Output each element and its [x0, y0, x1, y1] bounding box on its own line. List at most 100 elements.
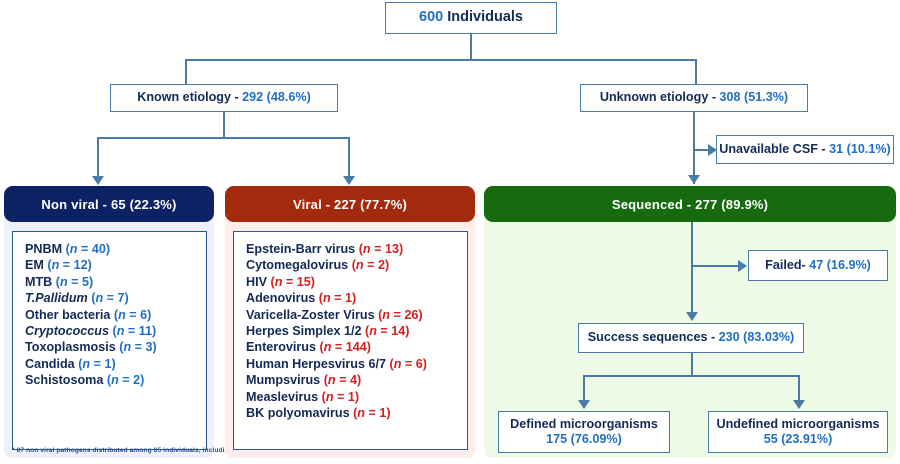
pathogen-count: (n = 13)	[358, 242, 404, 256]
unknown-etiology-count: 308 (51.3%)	[719, 90, 789, 105]
pathogen-count: (n = 3)	[119, 340, 157, 355]
connector-undefined-down	[798, 375, 800, 402]
connector-defined-down	[583, 375, 585, 402]
list-item: PNBM (n = 40)	[25, 241, 206, 257]
connector-known-stem	[223, 112, 225, 138]
nonviral-list: PNBM (n = 40)EM (n = 12)MTB (n = 5)T.Pal…	[25, 241, 206, 389]
list-item: HIV (n = 15)	[246, 274, 467, 290]
pathogen-count: (n = 26)	[378, 307, 423, 322]
arrow-to-failed	[738, 260, 747, 272]
pathogen-name: Enterovirus	[246, 340, 320, 355]
undefined-label: Undefined microorganisms	[716, 416, 880, 431]
success-sequences-box: Success sequences - 230 (83.03%)	[578, 323, 804, 353]
viral-list-card: Epstein-Barr virus (n = 13)Cytomegalovir…	[233, 231, 468, 450]
pathogen-name: Candida	[25, 356, 79, 371]
pathogen-name: Schistosoma	[25, 373, 107, 388]
pathogen-name: BK polyomavirus	[246, 406, 354, 421]
pathogen-count: (n = 5)	[55, 274, 94, 289]
connector-root-down	[470, 34, 472, 60]
pathogen-count: (n = 2)	[106, 373, 145, 388]
pathogen-count: (n = 4)	[323, 373, 362, 388]
pathogen-name: Measlevirus	[246, 389, 322, 404]
unknown-etiology-label: Unknown etiology -	[599, 90, 720, 105]
connector-nonviral-down	[97, 137, 99, 177]
pathogen-name: Cytomegalovirus	[246, 258, 352, 273]
pathogen-count: (n = 11)	[112, 324, 157, 339]
connector-root-hbar	[185, 59, 697, 61]
list-item: Cytomegalovirus (n = 2)	[246, 257, 467, 273]
nonviral-footnote: * 87 non viral pathogens distributed amo…	[12, 447, 279, 454]
list-item: Other bacteria (n = 6)	[25, 307, 206, 323]
list-item: Herpes Simplex 1/2 (n = 14)	[246, 323, 467, 339]
list-item: T.Pallidum (n = 7)	[25, 290, 206, 306]
known-etiology-count: 292 (48.6%)	[242, 90, 311, 105]
pathogen-count: (n = 6)	[113, 307, 152, 322]
root-label: Individuals	[443, 9, 523, 26]
list-item: Varicella-Zoster Virus (n = 26)	[246, 307, 467, 323]
unknown-etiology-box: Unknown etiology - 308 (51.3%)	[580, 84, 808, 112]
list-item: Candida (n = 1)	[25, 356, 206, 372]
list-item: Toxoplasmosis (n = 3)	[25, 339, 206, 355]
arrow-to-success	[686, 312, 698, 321]
pathogen-name: Toxoplasmosis	[25, 340, 120, 355]
defined-count: 175 (76.09%)	[546, 432, 622, 446]
pathogen-count: (n = 144)	[319, 340, 371, 355]
viral-header-label: Viral - 227 (77.7%)	[292, 196, 408, 212]
pathogen-count: (n = 1)	[353, 406, 391, 421]
pathogen-name: Cryptococcus	[25, 324, 113, 339]
pathogen-count: (n = 7)	[91, 291, 129, 306]
viral-header: Viral - 227 (77.7%)	[225, 186, 475, 222]
undefined-microorganisms-box: Undefined microorganisms 55 (23.91%)	[708, 411, 888, 453]
list-item: Mumpsvirus (n = 4)	[246, 372, 467, 388]
connector-unknown-down	[695, 59, 697, 85]
list-item: Epstein-Barr virus (n = 13)	[246, 241, 467, 257]
pathogen-name: MTB	[25, 274, 56, 289]
pathogen-count: (n = 1)	[321, 389, 360, 404]
pathogen-name: PNBM	[25, 242, 66, 256]
pathogen-name: Adenovirus	[246, 291, 319, 306]
failed-label: Failed-	[765, 257, 810, 272]
pathogen-count: (n = 14)	[365, 324, 410, 339]
connector-success-stem	[691, 353, 693, 376]
list-item: Schistosoma (n = 2)	[25, 372, 206, 388]
list-item: Human Herpesvirus 6/7 (n = 6)	[246, 356, 467, 372]
unavailable-csf-count: 31 (10.1%)	[829, 141, 891, 156]
pathogen-name: EM	[25, 258, 48, 273]
pathogen-name: Human Herpesvirus 6/7	[246, 356, 390, 371]
viral-list: Epstein-Barr virus (n = 13)Cytomegalovir…	[246, 241, 467, 421]
connector-failed-hbar	[691, 265, 741, 267]
undefined-count: 55 (23.91%)	[763, 432, 833, 446]
pathogen-count: (n = 12)	[47, 258, 92, 273]
arrow-to-defined	[578, 400, 590, 409]
connector-sequenced-stem	[691, 222, 693, 320]
list-item: MTB (n = 5)	[25, 274, 206, 290]
root-box: 600 Individuals	[385, 2, 557, 34]
pathogen-name: Herpes Simplex 1/2	[246, 324, 366, 339]
nonviral-header-label: Non viral - 65 (22.3%)	[41, 196, 177, 212]
success-label: Success sequences -	[587, 330, 719, 345]
connector-viral-down	[348, 137, 350, 177]
pathogen-count: (n = 2)	[351, 258, 390, 273]
pathogen-count: (n = 40)	[65, 242, 111, 256]
sequenced-header-label: Sequenced - 277 (89.9%)	[611, 196, 769, 212]
known-etiology-label: Known etiology -	[137, 90, 243, 105]
pathogen-count: (n = 1)	[78, 356, 116, 371]
pathogen-name: HIV	[246, 274, 271, 289]
list-item: EM (n = 12)	[25, 257, 206, 273]
defined-microorganisms-box: Defined microorganisms 175 (76.09%)	[498, 411, 670, 453]
sequenced-header: Sequenced - 277 (89.9%)	[484, 186, 896, 222]
root-count: 600	[419, 9, 444, 26]
pathogen-name: Varicella-Zoster Virus	[246, 307, 379, 322]
connector-unavailable-hbar	[693, 149, 712, 151]
arrow-to-viral	[343, 176, 355, 185]
arrow-to-unavailable	[708, 144, 717, 156]
pathogen-count: (n = 6)	[389, 356, 427, 371]
failed-box: Failed- 47 (16.9%)	[748, 250, 888, 281]
list-item: BK polyomavirus (n = 1)	[246, 405, 467, 421]
unavailable-csf-label: Unavailable CSF -	[719, 141, 830, 156]
connector-unknown-stem	[693, 112, 695, 184]
connector-known-hbar	[97, 137, 350, 139]
nonviral-list-card: PNBM (n = 40)EM (n = 12)MTB (n = 5)T.Pal…	[12, 231, 207, 450]
arrow-to-undefined	[793, 400, 805, 409]
